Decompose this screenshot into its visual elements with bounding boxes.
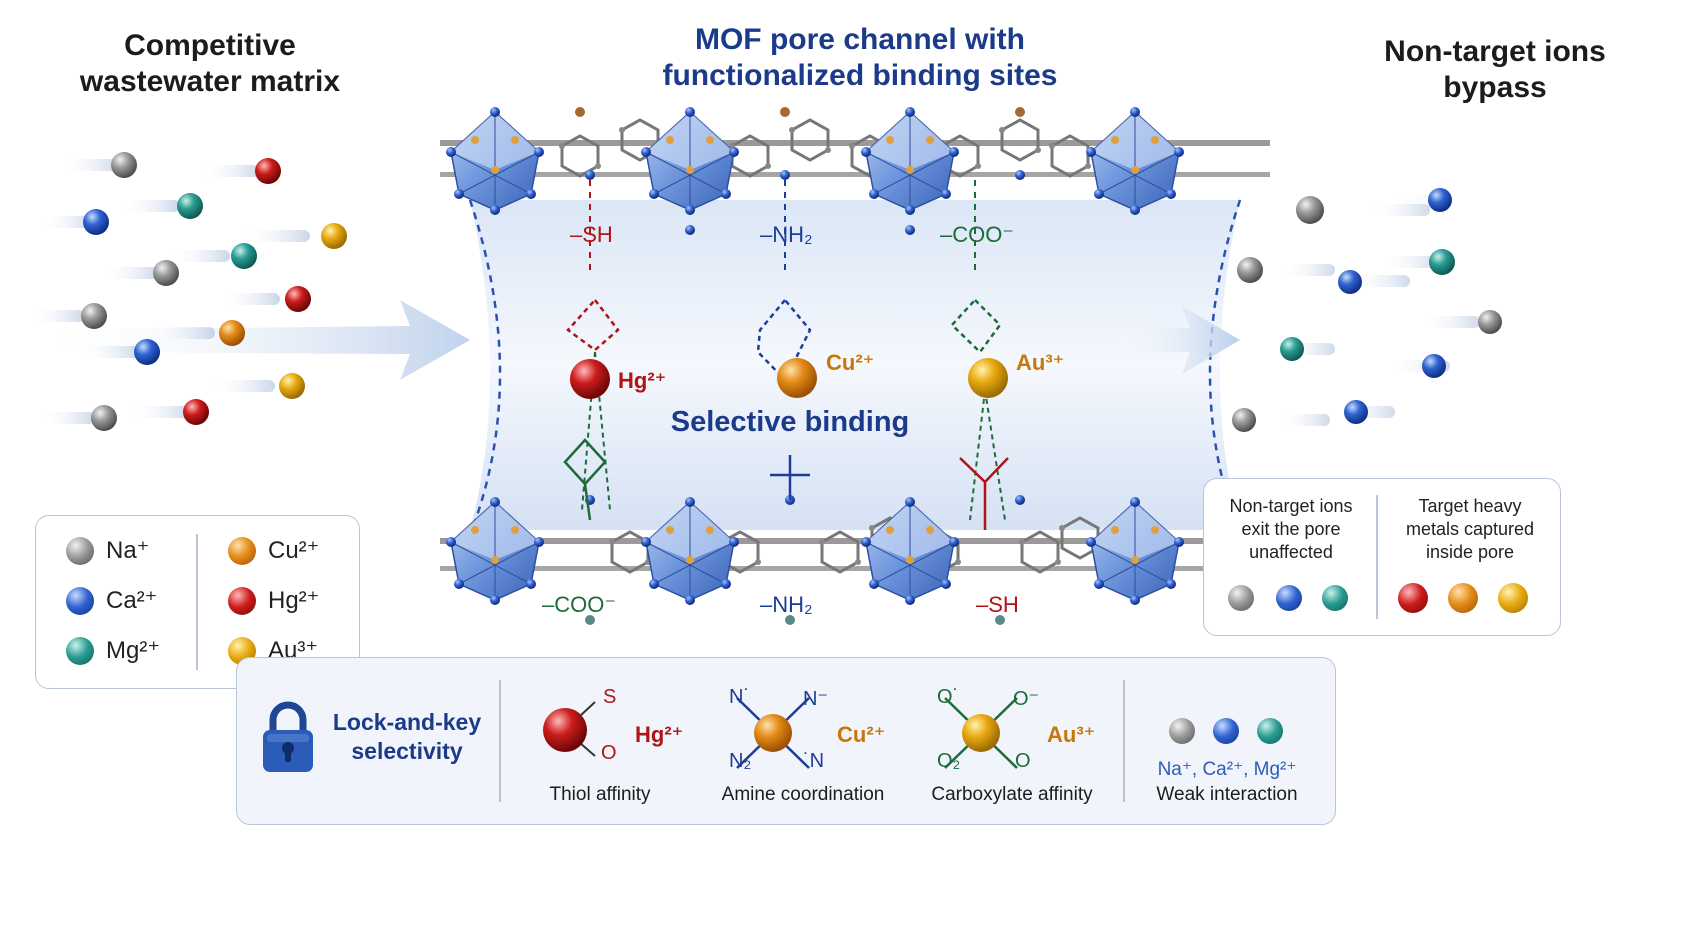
bound-ion-cu: Cu²⁺	[826, 350, 875, 375]
bottom-divider-right	[1123, 680, 1125, 802]
bound-ion-au: Au³⁺	[1016, 350, 1065, 375]
lock-and-key-panel: Lock-and-key selectivity S O Hg²⁺ Thiol …	[236, 657, 1336, 825]
carboxylate-atom-br: O	[1015, 750, 1031, 772]
carboxylate-ion-label: Au³⁺	[1047, 722, 1096, 747]
incoming-ions	[20, 152, 470, 431]
amine-atom-bl: N₂	[729, 750, 752, 772]
amine-atom-tr: N⁻	[803, 688, 828, 710]
thiol-s-atom: S	[603, 686, 617, 708]
cu-complex	[756, 299, 817, 500]
hg-complex	[563, 298, 620, 521]
lock-and-key-heading: Lock-and-key selectivity	[332, 709, 482, 764]
legend-label: Mg²⁺	[106, 637, 160, 664]
mg-ion-icon	[1257, 718, 1283, 744]
outcome-divider	[1376, 495, 1378, 619]
ca-ion-icon	[1276, 585, 1302, 611]
thiol-complex-icon	[543, 701, 596, 757]
bottom-group-nh2: –NH₂	[760, 592, 813, 617]
selective-binding-label: Selective binding	[670, 406, 910, 438]
legend-label: Ca²⁺	[106, 587, 158, 614]
carboxylate-atom-tl: O˙	[937, 686, 960, 708]
carboxylate-atom-bl: O₂	[937, 750, 961, 772]
top-group-nh2: –NH₂	[760, 222, 813, 247]
legend-item-cu: Cu²⁺	[228, 536, 319, 565]
exiting-ions	[1110, 188, 1502, 432]
amine-atom-tl: N˙	[729, 686, 751, 708]
thiol-caption: Thiol affinity	[549, 784, 651, 805]
ca-ion-icon	[1213, 718, 1239, 744]
top-group-coo: –COO⁻	[940, 222, 1014, 247]
carboxylate-caption: Carboxylate affinity	[931, 784, 1093, 805]
target-text: Target heavy metals captured inside pore	[1405, 496, 1535, 562]
legend-item-ca: Ca²⁺	[66, 586, 157, 615]
top-framework	[440, 106, 1270, 235]
cu-ion-icon	[228, 536, 256, 565]
mg-ion-icon	[1322, 585, 1348, 611]
legend-item-mg: Mg²⁺	[66, 636, 160, 665]
bound-ion-hg: Hg²⁺	[618, 368, 667, 393]
top-group-sh: –SH	[570, 222, 613, 247]
bottom-group-sh: –SH	[976, 592, 1019, 617]
outcome-panel: Non-target ions exit the pore unaffected…	[1203, 478, 1561, 636]
mof-pore-channel	[440, 106, 1270, 625]
center-title: MOF pore channel with functionalized bin…	[662, 23, 1058, 92]
weak-caption: Weak interaction	[1156, 784, 1298, 805]
na-ion-icon	[1169, 718, 1195, 744]
legend-label: Cu²⁺	[268, 537, 320, 564]
amine-complex-icon	[736, 697, 810, 769]
bottom-group-coo: –COO⁻	[542, 592, 616, 617]
legend-label: Hg²⁺	[268, 587, 320, 614]
na-ion-icon	[1228, 585, 1254, 611]
hg-ion-icon	[228, 586, 256, 615]
bottom-divider-left	[499, 680, 501, 802]
carboxylate-atom-tr: O⁻	[1013, 688, 1040, 710]
legend-divider	[196, 534, 198, 670]
legend-item-hg: Hg²⁺	[228, 586, 319, 615]
na-ion-icon	[66, 536, 94, 565]
non-target-text: Non-target ions exit the pore unaffected	[1229, 496, 1353, 562]
weak-ions-label: Na⁺, Ca²⁺, Mg²⁺	[1157, 759, 1297, 780]
padlock-icon	[263, 701, 313, 772]
au-ion-icon	[1498, 583, 1528, 613]
carboxylate-complex-icon	[944, 697, 1018, 769]
thiol-o-atom: O	[601, 742, 617, 764]
amine-caption: Amine coordination	[721, 784, 885, 805]
mg-ion-icon	[66, 636, 94, 665]
thiol-ion-label: Hg²⁺	[635, 722, 684, 747]
left-title: Competitive wastewater matrix	[79, 29, 341, 98]
right-title: Non-target ions bypass	[1384, 35, 1606, 104]
ca-ion-icon	[66, 586, 94, 615]
hg-ion-icon	[1398, 583, 1428, 613]
cu-ion-icon	[1448, 583, 1478, 613]
legend-item-na: Na⁺	[66, 536, 149, 565]
legend-label: Na⁺	[106, 537, 150, 564]
au-complex	[950, 298, 1009, 530]
amine-ion-label: Cu²⁺	[837, 722, 886, 747]
amine-atom-br: ˙N	[803, 750, 825, 772]
